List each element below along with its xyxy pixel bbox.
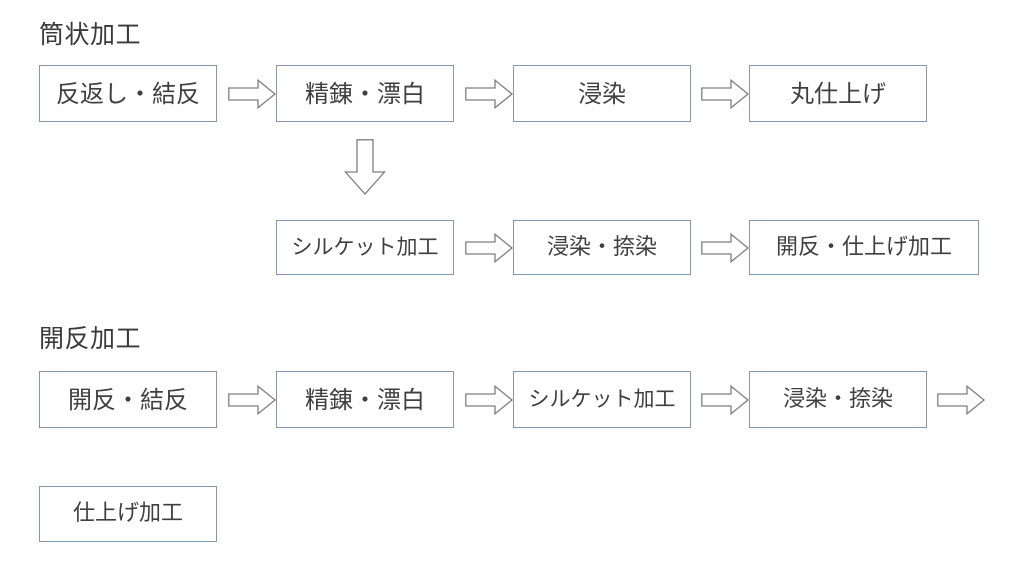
process-box-label: 浸染・捺染 bbox=[782, 386, 893, 412]
down-block-arrow-icon bbox=[344, 139, 386, 195]
process-box-label: 仕上げ加工 bbox=[72, 501, 183, 526]
right-block-arrow-icon bbox=[465, 232, 514, 264]
process-box-label: 精錬・漂白 bbox=[305, 79, 425, 108]
right-block-arrow-wrap-icon bbox=[937, 384, 986, 416]
process-box-shinsen-nassen-2[interactable]: 浸染・捺染 bbox=[749, 371, 927, 428]
right-block-arrow-icon bbox=[228, 78, 277, 110]
process-box-shinsen[interactable]: 浸染 bbox=[513, 65, 691, 122]
right-block-arrow-icon bbox=[465, 78, 514, 110]
process-box-shiage-kako[interactable]: 仕上げ加工 bbox=[39, 486, 217, 542]
process-box-label: 開反・仕上げ加工 bbox=[775, 234, 952, 260]
right-block-arrow-icon bbox=[701, 384, 750, 416]
process-box-label: 開反・結反 bbox=[68, 385, 188, 414]
process-box-silket-kako-2[interactable]: シルケット加工 bbox=[513, 371, 691, 428]
process-box-seiren-hyohaku-2[interactable]: 精錬・漂白 bbox=[276, 371, 454, 428]
process-box-silket-kako-1[interactable]: シルケット加工 bbox=[276, 220, 454, 275]
process-box-label: 浸染・捺染 bbox=[546, 234, 657, 260]
process-box-hanburashi-kettan[interactable]: 反返し・結反 bbox=[39, 65, 217, 122]
process-box-label: 丸仕上げ bbox=[790, 79, 886, 108]
process-box-maru-shiage[interactable]: 丸仕上げ bbox=[749, 65, 927, 122]
process-box-shinsen-nassen-1[interactable]: 浸染・捺染 bbox=[513, 220, 691, 275]
process-box-label: 浸染 bbox=[578, 79, 626, 108]
process-box-kaitan-kettan[interactable]: 開反・結反 bbox=[39, 371, 217, 428]
process-box-seiren-hyohaku-1[interactable]: 精錬・漂白 bbox=[276, 65, 454, 122]
process-box-label: 精錬・漂白 bbox=[305, 385, 425, 414]
section-heading-tubular: 筒状加工 bbox=[39, 20, 142, 49]
section-heading-openwidth: 開反加工 bbox=[39, 324, 142, 353]
process-box-kaitan-shiage-kako[interactable]: 開反・仕上げ加工 bbox=[749, 220, 979, 275]
right-block-arrow-icon bbox=[228, 384, 277, 416]
right-block-arrow-icon bbox=[701, 78, 750, 110]
process-box-label: 反返し・結反 bbox=[56, 79, 200, 108]
right-block-arrow-icon bbox=[701, 232, 750, 264]
process-box-label: シルケット加工 bbox=[291, 235, 439, 259]
process-box-label: シルケット加工 bbox=[528, 387, 676, 411]
right-block-arrow-icon bbox=[465, 384, 514, 416]
